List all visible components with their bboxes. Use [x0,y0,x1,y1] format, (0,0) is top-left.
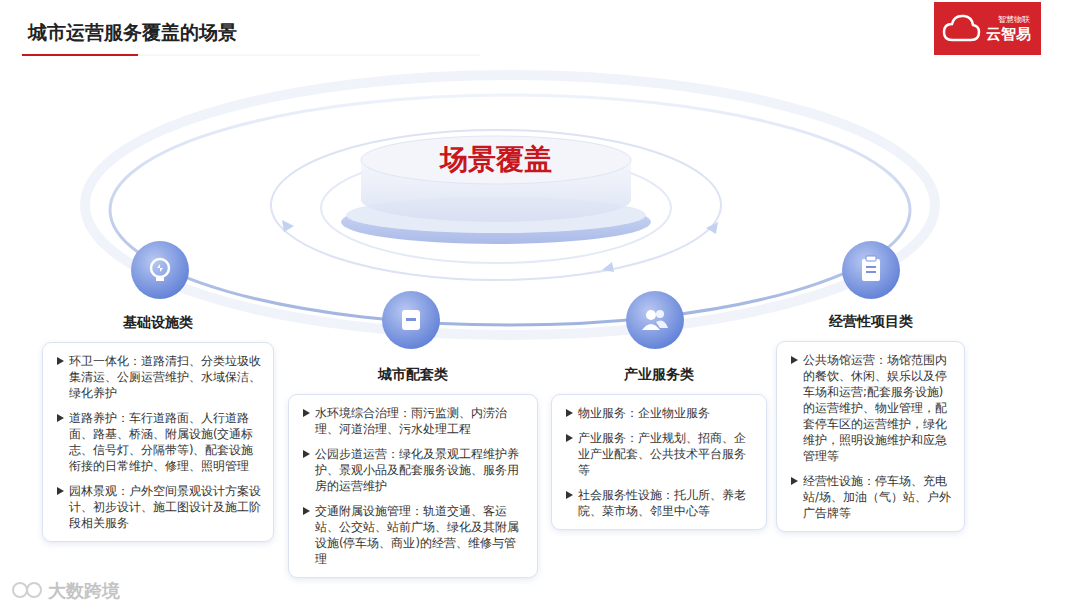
bullet-text: 社会服务性设施：托儿所、养老院、菜市场、邻里中心等 [578,488,746,518]
bullet-item: 公园步道运营：绿化及景观工程维护养护、景观小品及配套服务设施、服务用房的运营维护 [301,446,525,494]
category-card: 基础设施类环卫一体化：道路清扫、分类垃圾收集清运、公厕运营维护、水域保洁、绿化养… [42,314,274,542]
bullet-arrow [566,434,573,442]
bullet-text: 公园步道运营：绿化及景观工程维护养护、景观小品及配套服务设施、服务用房的运营维护 [315,447,519,493]
logo-text: 云智易 [986,25,1031,44]
ring-arrow [602,262,614,272]
page-title: 城市运营服务覆盖的场景 [28,20,237,46]
ring-arrow [706,222,718,234]
ring-arrow [282,220,294,232]
bullet-arrow [791,477,798,485]
bullet-text: 环卫一体化：道路清扫、分类垃圾收集清运、公厕运营维护、水域保洁、绿化养护 [69,354,261,400]
category-heading: 城市配套类 [288,366,538,384]
bullet-item: 公共场馆运营：场馆范围内的餐饮、休闲、娱乐以及停车场和运营;配套服务设施)的运营… [789,352,952,464]
logo-text: 智慧物联 [998,14,1030,25]
logo-box [934,2,1041,55]
watermark: 大数跨境 [48,579,120,603]
title-rule [138,55,480,56]
bullet-text: 园林景观：户外空间景观设计方案设计、初步设计、施工图设计及施工阶段相关服务 [69,484,261,530]
category-box: 环卫一体化：道路清扫、分类垃圾收集清运、公厕运营维护、水域保洁、绿化养护道路养护… [42,342,274,542]
center-hub: 场景覆盖 [440,141,552,179]
bullet-item: 园林景观：户外空间景观设计方案设计、初步设计、施工图设计及施工阶段相关服务 [55,483,261,531]
category-icon [626,291,684,349]
bullet-item: 水环境综合治理：雨污监测、内涝治理、河道治理、污水处理工程 [301,405,525,437]
inner-ring [271,130,721,280]
category-icon [382,291,440,349]
bullet-arrow [566,491,573,499]
bullet-arrow [303,450,310,458]
bullet-arrow [303,507,310,515]
category-heading: 产业服务类 [551,366,767,384]
bullet-arrow [303,409,310,417]
bullet-arrow [57,487,64,495]
bullet-text: 物业服务：企业物业服务 [578,406,710,420]
title-underline [22,54,138,56]
bullet-arrow [57,357,64,365]
platform-top [361,136,631,184]
watermark-icon [13,583,41,597]
bullet-arrow [566,409,573,417]
bullet-text: 交通附属设施管理：轨道交通、客运站、公交站、站前广场、绿化及其附属设施(停车场、… [315,504,519,566]
bullet-text: 道路养护：车行道路面、人行道路面、路基、桥涵、附属设施(交通标志、信号灯、分隔带… [69,411,254,473]
bullet-item: 道路养护：车行道路面、人行道路面、路基、桥涵、附属设施(交通标志、信号灯、分隔带… [55,410,261,474]
category-box: 水环境综合治理：雨污监测、内涝治理、河道治理、污水处理工程公园步道运营：绿化及景… [288,394,538,578]
category-icon [842,241,900,299]
category-card: 城市配套类水环境综合治理：雨污监测、内涝治理、河道治理、污水处理工程公园步道运营… [288,366,538,578]
bullet-arrow [57,414,64,422]
category-box: 物业服务：企业物业服务产业服务：产业规划、招商、企业产业配套、公共技术平台服务等… [551,394,767,530]
bullet-text: 经营性设施：停车场、充电站/场、加油（气）站、户外广告牌等 [803,474,951,520]
orbit-ring [110,95,910,325]
logo-cloud [944,16,979,40]
orbit-glow [85,75,935,335]
bullet-item: 交通附属设施管理：轨道交通、客运站、公交站、站前广场、绿化及其附属设施(停车场、… [301,503,525,567]
bullet-item: 环卫一体化：道路清扫、分类垃圾收集清运、公厕运营维护、水域保洁、绿化养护 [55,353,261,401]
category-heading: 经营性项目类 [776,313,965,331]
bullet-text: 产业服务：产业规划、招商、企业产业配套、公共技术平台服务等 [578,431,746,477]
bullet-item: 物业服务：企业物业服务 [564,405,754,421]
category-box: 公共场馆运营：场馆范围内的餐饮、休闲、娱乐以及停车场和运营;配套服务设施)的运营… [776,341,965,532]
bullet-item: 社会服务性设施：托儿所、养老院、菜市场、邻里中心等 [564,487,754,519]
bullet-item: 产业服务：产业规划、招商、企业产业配套、公共技术平台服务等 [564,430,754,478]
category-heading: 基础设施类 [42,314,274,332]
bullet-text: 水环境综合治理：雨污监测、内涝治理、河道治理、污水处理工程 [315,406,507,436]
category-card: 经营性项目类公共场馆运营：场馆范围内的餐饮、休闲、娱乐以及停车场和运营;配套服务… [776,313,965,532]
hub-text: 场景覆盖 [440,141,552,179]
category-icon [131,241,189,299]
bullet-item: 经营性设施：停车场、充电站/场、加油（气）站、户外广告牌等 [789,473,952,521]
bullet-arrow [791,356,798,364]
bullet-text: 公共场馆运营：场馆范围内的餐饮、休闲、娱乐以及停车场和运营;配套服务设施)的运营… [803,353,947,463]
category-card: 产业服务类物业服务：企业物业服务产业服务：产业规划、招商、企业产业配套、公共技术… [551,366,767,530]
